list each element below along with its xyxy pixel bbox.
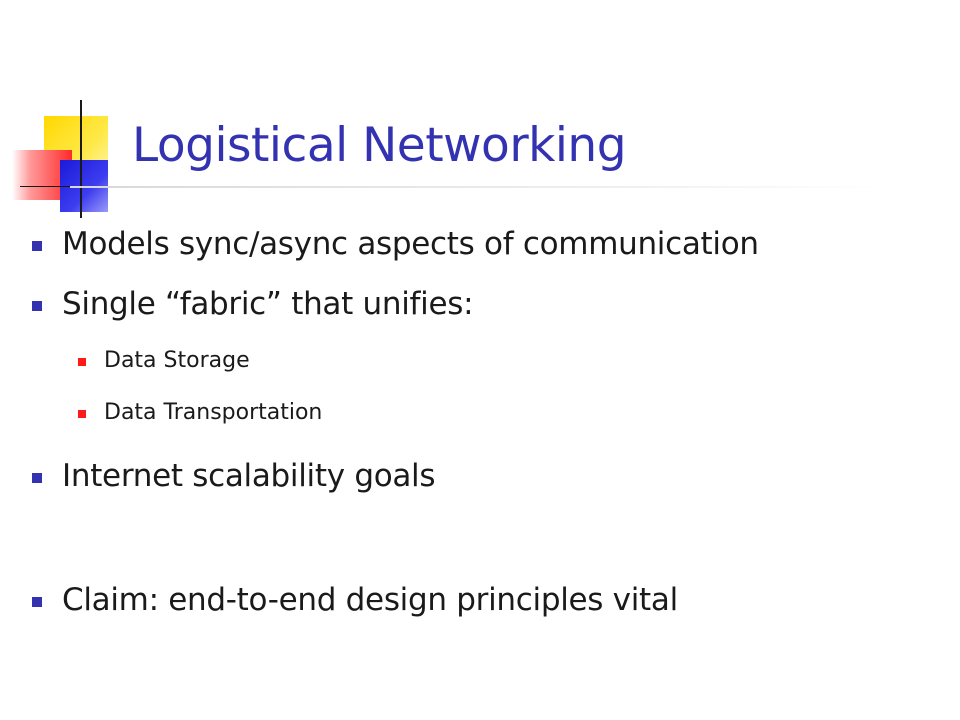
sub-bullet-item: Data Transportation <box>78 400 323 425</box>
bullet-item: Single “fabric” that unifies: <box>32 286 474 322</box>
square-bullet-icon <box>32 301 42 311</box>
square-bullet-icon <box>78 410 86 418</box>
square-bullet-icon <box>32 241 42 251</box>
bullet-item: Claim: end-to-end design principles vita… <box>32 582 678 618</box>
square-bullet-icon <box>32 597 42 607</box>
bullet-item: Internet scalability goals <box>32 458 436 494</box>
logo-vertical-line <box>80 100 82 218</box>
square-bullet-icon <box>32 473 42 483</box>
square-bullet-icon <box>78 358 86 366</box>
bullet-text: Single “fabric” that unifies: <box>62 286 474 322</box>
sub-bullet-item: Data Storage <box>78 348 250 373</box>
slide-title: Logistical Networking <box>132 118 627 173</box>
bullet-text: Models sync/async aspects of communicati… <box>62 226 759 262</box>
bullet-text: Claim: end-to-end design principles vita… <box>62 582 678 618</box>
bullet-item: Models sync/async aspects of communicati… <box>32 226 759 262</box>
sub-bullet-text: Data Transportation <box>104 400 323 425</box>
sub-bullet-text: Data Storage <box>104 348 250 373</box>
title-underline <box>70 186 880 188</box>
bullet-text: Internet scalability goals <box>62 458 436 494</box>
